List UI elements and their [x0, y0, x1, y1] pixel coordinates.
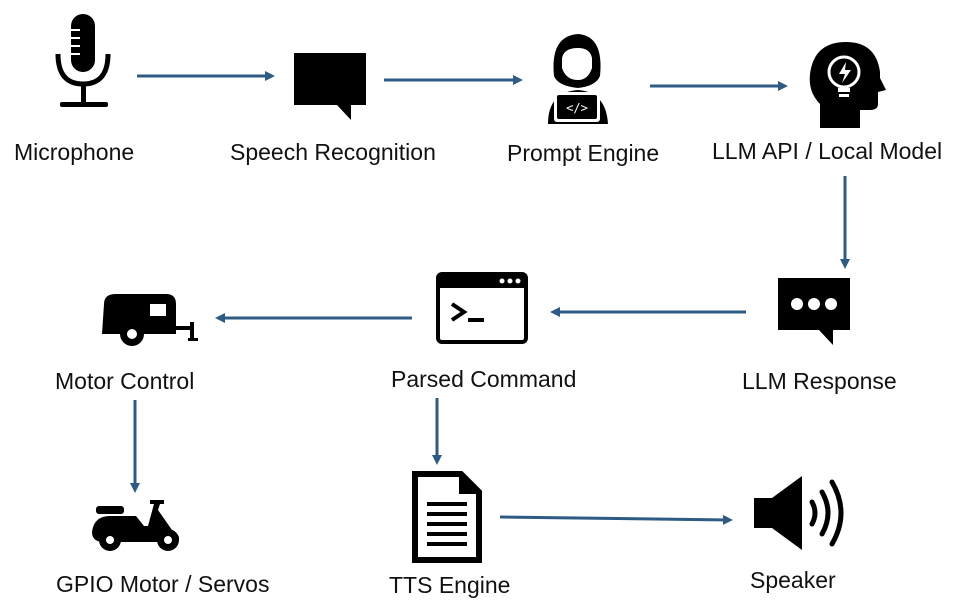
terminal-window-icon	[436, 272, 528, 344]
head-lightbulb-icon	[806, 38, 886, 130]
developer-icon: </>	[538, 28, 616, 128]
arrow-tts-engine-to-speaker	[499, 514, 733, 525]
prompt-engine-label: Prompt Engine	[507, 140, 660, 166]
tts-engine-label: TTS Engine	[389, 572, 511, 598]
speech-recognition-label: Speech Recognition	[230, 139, 436, 165]
microphone-label: Microphone	[14, 139, 135, 165]
motor-control-label: Motor Control	[55, 368, 195, 394]
svg-text:</>: </>	[566, 101, 588, 115]
llm-api-label: LLM API / Local Model	[712, 138, 943, 164]
parsed-command-label: Parsed Command	[391, 366, 577, 392]
gpio-label: GPIO Motor / Servos	[56, 571, 270, 597]
chat-ellipsis-icon	[775, 275, 853, 347]
speaker-volume-icon	[752, 474, 848, 552]
llm-response-label: LLM Response	[742, 368, 897, 394]
speaker-label: Speaker	[750, 567, 836, 593]
camper-trailer-icon	[98, 290, 202, 348]
speech-bubble-icon	[291, 50, 369, 122]
scooter-icon	[88, 496, 184, 552]
microphone-icon	[52, 12, 114, 110]
document-icon	[411, 470, 483, 564]
